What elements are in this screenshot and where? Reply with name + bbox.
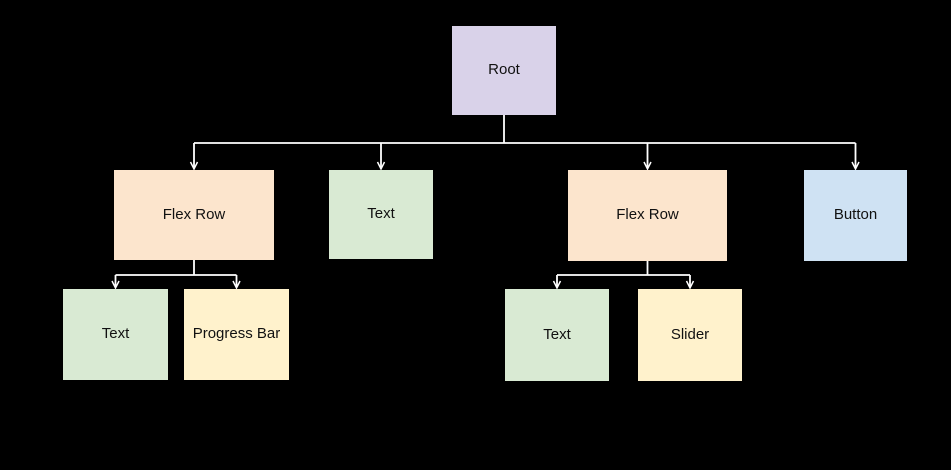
node-slider-label: Slider — [670, 325, 710, 343]
node-text-3: Text — [505, 289, 609, 381]
node-root: Root — [452, 26, 556, 115]
node-text-3-label: Text — [543, 325, 571, 343]
node-text-1: Text — [329, 170, 433, 259]
node-flex-row-1-label: Flex Row — [162, 205, 226, 223]
node-slider: Slider — [638, 289, 742, 381]
node-flex-row-1: Flex Row — [114, 170, 274, 260]
node-progress-bar-label: Progress Bar — [192, 325, 281, 343]
node-text-1-label: Text — [367, 205, 395, 223]
node-flex-row-2-label: Flex Row — [616, 206, 679, 224]
node-root-label: Root — [488, 61, 520, 79]
node-text-2: Text — [63, 289, 168, 380]
node-button: Button — [804, 170, 907, 261]
node-text-2-label: Text — [101, 325, 130, 343]
node-flex-row-2: Flex Row — [568, 170, 727, 261]
node-progress-bar: Progress Bar — [184, 289, 289, 380]
node-button-label: Button — [833, 206, 878, 224]
